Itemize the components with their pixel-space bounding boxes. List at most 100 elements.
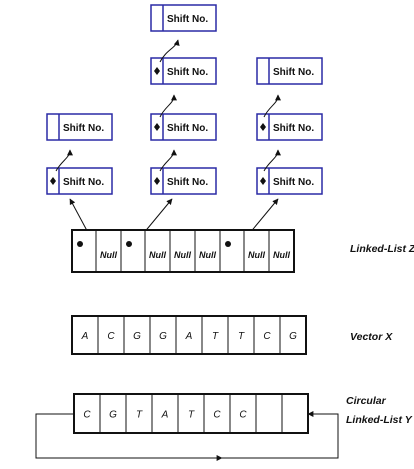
null-label: Null	[100, 250, 117, 260]
shift-node-box	[150, 57, 217, 85]
linked-list-z-cell: Null	[268, 230, 290, 272]
pointer-dot	[225, 241, 231, 247]
connector-col3-b	[263, 94, 281, 118]
null-label: Null	[149, 250, 166, 260]
shift-node-label: Shift No.	[167, 14, 208, 25]
vector-x-value: T	[238, 331, 245, 342]
circular-list-y-cell: C	[203, 394, 221, 433]
shift-node: Shift No.	[46, 113, 113, 141]
vector-x-value: C	[263, 331, 271, 342]
linked-list-z-cell: Null	[243, 230, 265, 272]
connector-col2-c	[159, 39, 180, 63]
pointer-dot	[154, 123, 160, 131]
linked-list-z-cell: Null	[194, 230, 216, 272]
shift-node-box	[150, 167, 217, 195]
vector-x-cell: A	[175, 316, 193, 354]
circular-list-y-cell: C	[229, 394, 247, 433]
linked-list-z-cell	[120, 230, 132, 272]
circular-list-y-value: G	[109, 410, 117, 421]
pointer-dot	[126, 241, 132, 247]
null-label: Null	[199, 250, 216, 260]
shift-nodes: Shift No. Shift No. Shift No. Shift No. Shif…	[46, 4, 323, 195]
connector-col2-b	[159, 94, 177, 118]
linked-list-z-cell: Null	[144, 230, 166, 272]
vector-x-cell: G	[279, 316, 297, 354]
shift-node-box	[150, 113, 217, 141]
pointer-dot	[260, 123, 266, 131]
shift-node: Shift No.	[46, 167, 113, 195]
linked-list-z-label: Linked-List Z	[350, 243, 414, 255]
shift-node: Shift No.	[256, 57, 323, 85]
connector-col3-a	[263, 149, 281, 172]
shift-node-box	[256, 57, 323, 85]
linked-list-z-frame	[71, 229, 295, 273]
node-connectors	[55, 39, 281, 172]
linked-list-z: Null Null Null Null Null Null	[71, 229, 295, 273]
shift-node-box	[46, 167, 113, 195]
pointer-dot	[77, 241, 83, 247]
linked-list-z-cell: Null	[95, 230, 117, 272]
null-label: Null	[248, 250, 265, 260]
circular-list-y-cell: T	[177, 394, 195, 433]
circular-list-y-value: A	[161, 410, 169, 421]
shift-node: Shift No.	[150, 167, 217, 195]
linked-list-z-cell	[77, 241, 83, 247]
shift-node-label: Shift No.	[273, 177, 314, 188]
vector-x-value: T	[212, 331, 219, 342]
circular-list-y-cell: C	[83, 410, 91, 421]
pointer-dot	[50, 177, 56, 185]
vector-x-value: A	[185, 331, 193, 342]
circular-loop	[35, 411, 339, 461]
circular-label-line1: Circular	[346, 395, 387, 407]
pointer-dot	[260, 177, 266, 185]
connector-col1	[55, 149, 73, 172]
loop-path	[35, 411, 339, 459]
shift-node-label: Shift No.	[167, 67, 208, 78]
vector-x-value: A	[81, 331, 89, 342]
null-label: Null	[174, 250, 191, 260]
shift-node: Shift No.	[150, 57, 217, 85]
circular-list-y-cell: T	[125, 394, 143, 433]
vector-x-value: C	[107, 331, 115, 342]
circular-list-y-value: C	[239, 410, 247, 421]
vector-x-cell: A	[81, 331, 89, 342]
shift-node-label: Shift No.	[273, 67, 314, 78]
shift-node-label: Shift No.	[273, 123, 314, 134]
shift-node-box	[150, 4, 217, 32]
circular-list-y-value: C	[213, 410, 221, 421]
vector-x-cell: T	[227, 316, 245, 354]
circular-list-y-value: T	[188, 410, 195, 421]
vector-x-value: G	[159, 331, 167, 342]
vector-x-cell: G	[123, 316, 141, 354]
connector-col2-a	[159, 149, 177, 172]
shift-node: Shift No.	[150, 113, 217, 141]
vector-x-frame	[71, 315, 307, 355]
vector-x-value: G	[289, 331, 297, 342]
vector-x-value: G	[133, 331, 141, 342]
linked-list-z-cell: Null	[169, 230, 191, 272]
shift-node: Shift No.	[150, 4, 217, 32]
shift-node: Shift No.	[256, 167, 323, 195]
vector-x-label: Vector X	[350, 331, 393, 343]
vector-x-cell: G	[149, 316, 167, 354]
circular-list-y-value: C	[83, 410, 91, 421]
pointer-dot	[154, 177, 160, 185]
linked-list-z-cell	[219, 230, 231, 272]
shift-node-label: Shift No.	[63, 123, 104, 134]
vector-x-cell: C	[97, 316, 115, 354]
shift-node: Shift No.	[256, 113, 323, 141]
circular-list-y-value: T	[136, 410, 143, 421]
circular-label-line2: Linked-List Y	[346, 414, 413, 426]
shift-node-label: Shift No.	[167, 123, 208, 134]
pointer-dot	[154, 67, 160, 75]
shift-node-box	[256, 113, 323, 141]
shift-node-box	[46, 113, 113, 141]
null-label: Null	[273, 250, 290, 260]
circular-list-y-cell: A	[151, 394, 169, 433]
vector-x-cell: C	[253, 316, 271, 354]
circular-list-y-cell: G	[99, 394, 117, 433]
shift-node-box	[256, 167, 323, 195]
shift-node-label: Shift No.	[63, 177, 104, 188]
vector-x-cell: T	[201, 316, 219, 354]
